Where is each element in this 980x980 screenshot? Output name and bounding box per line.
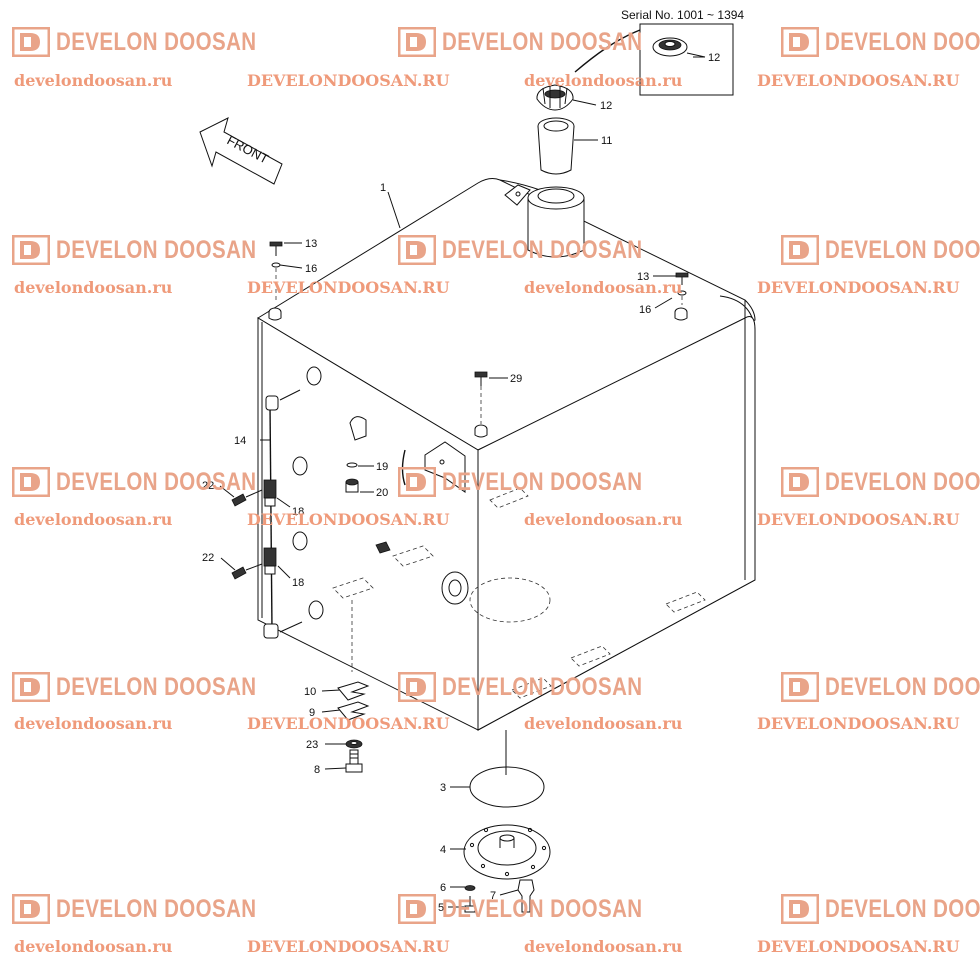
callout-3: 3 [440, 782, 446, 794]
callout-1: 1 [380, 182, 386, 194]
watermark-url: DEVELONDOOSAN.RU [757, 510, 960, 529]
brand-logo-icon [12, 894, 50, 924]
watermark-logo: DEVELON DOOSAN [12, 235, 301, 265]
brand-logo-icon [12, 27, 50, 57]
callout-18-bottom: 18 [292, 577, 304, 589]
watermark-logo: DEVELON DOOSAN [781, 27, 980, 57]
watermark-logo: DEVELON DOOSAN [12, 672, 301, 702]
callout-29: 29 [510, 373, 522, 385]
watermark-url: DEVELONDOOSAN.RU [757, 937, 960, 956]
callout-labels: 1 12 12 11 13 16 13 16 29 14 19 20 22 22… [202, 52, 720, 914]
watermark-url: DEVELONDOOSAN.RU [247, 71, 450, 90]
callout-13-left: 13 [305, 238, 317, 250]
watermark-url: develondoosan.ru [524, 510, 683, 529]
filler-parts [269, 84, 689, 424]
watermark-url: DEVELONDOOSAN.RU [757, 71, 960, 90]
brand-logo-icon [781, 894, 819, 924]
watermark-url: develondoosan.ru [14, 278, 173, 297]
watermark-logo: DEVELON DOOSAN [398, 235, 687, 265]
watermark-logo: DEVELON DOOSAN [12, 894, 301, 924]
watermark-logo: DEVELON DOOSAN [781, 235, 980, 265]
callout-12: 12 [600, 100, 612, 112]
callout-4: 4 [440, 844, 446, 856]
watermark-url: develondoosan.ru [524, 71, 683, 90]
watermark-url: develondoosan.ru [14, 510, 173, 529]
watermark-url: DEVELONDOOSAN.RU [247, 510, 450, 529]
leader-lines [219, 56, 705, 908]
watermark-url: develondoosan.ru [14, 71, 173, 90]
hydraulic-tank [257, 178, 756, 775]
callout-10: 10 [304, 686, 316, 698]
watermark-url: DEVELONDOOSAN.RU [247, 278, 450, 297]
watermark-url: DEVELONDOOSAN.RU [247, 937, 450, 956]
watermark-logo: DEVELON DOOSAN [398, 894, 687, 924]
callout-13-right: 13 [637, 271, 649, 283]
callout-8: 8 [314, 764, 320, 776]
watermark-url: DEVELONDOOSAN.RU [757, 278, 960, 297]
brand-logo-icon [398, 894, 436, 924]
callout-6: 6 [440, 882, 446, 894]
brand-logo-icon [398, 27, 436, 57]
watermark-logo: DEVELON DOOSAN [398, 27, 687, 57]
watermark-logo: DEVELON DOOSAN [12, 27, 301, 57]
watermark-logo: DEVELON DOOSAN [398, 672, 687, 702]
callout-9: 9 [309, 707, 315, 719]
bottom-parts [337, 681, 551, 913]
callout-14: 14 [234, 435, 246, 447]
brand-logo-icon [398, 235, 436, 265]
callout-16-left: 16 [305, 263, 317, 275]
callout-12-inset: 12 [708, 52, 720, 64]
brand-logo-icon [12, 467, 50, 497]
brand-logo-icon [398, 467, 436, 497]
serial-number-note: Serial No. 1001 ~ 1394 [621, 8, 745, 22]
brand-logo-icon [781, 672, 819, 702]
brand-logo-icon [12, 672, 50, 702]
watermark-url: develondoosan.ru [524, 714, 683, 733]
watermark-url: develondoosan.ru [524, 278, 683, 297]
brand-logo-icon [781, 235, 819, 265]
callout-11: 11 [601, 135, 612, 147]
callout-18-top: 18 [292, 506, 304, 518]
watermark-logo: DEVELON DOOSAN [12, 467, 301, 497]
callout-20: 20 [376, 487, 388, 499]
watermark-url: DEVELONDOOSAN.RU [247, 714, 450, 733]
brand-logo-icon [12, 235, 50, 265]
watermark-url: develondoosan.ru [14, 937, 173, 956]
callout-22-top: 22 [202, 480, 214, 492]
callout-5: 5 [438, 902, 444, 914]
watermark-logo: DEVELON DOOSAN [781, 894, 980, 924]
callout-19: 19 [376, 461, 388, 473]
brand-logo-icon [398, 672, 436, 702]
front-arrow: FRONT [199, 117, 283, 185]
watermark-logo: DEVELON DOOSAN [781, 467, 980, 497]
watermark-url: develondoosan.ru [524, 937, 683, 956]
watermark-url: DEVELONDOOSAN.RU [757, 714, 960, 733]
brand-logo-icon [781, 467, 819, 497]
callout-16-right: 16 [639, 304, 651, 316]
watermark-logo: DEVELON DOOSAN [398, 467, 687, 497]
watermark-logo: DEVELON DOOSAN [781, 672, 980, 702]
callout-23: 23 [306, 739, 318, 751]
callout-22-bottom: 22 [202, 552, 214, 564]
brand-logo-icon [781, 27, 819, 57]
serial-inset [574, 23, 734, 96]
callout-7: 7 [490, 890, 496, 902]
level-gauge [231, 389, 303, 639]
watermark-url: develondoosan.ru [14, 714, 173, 733]
